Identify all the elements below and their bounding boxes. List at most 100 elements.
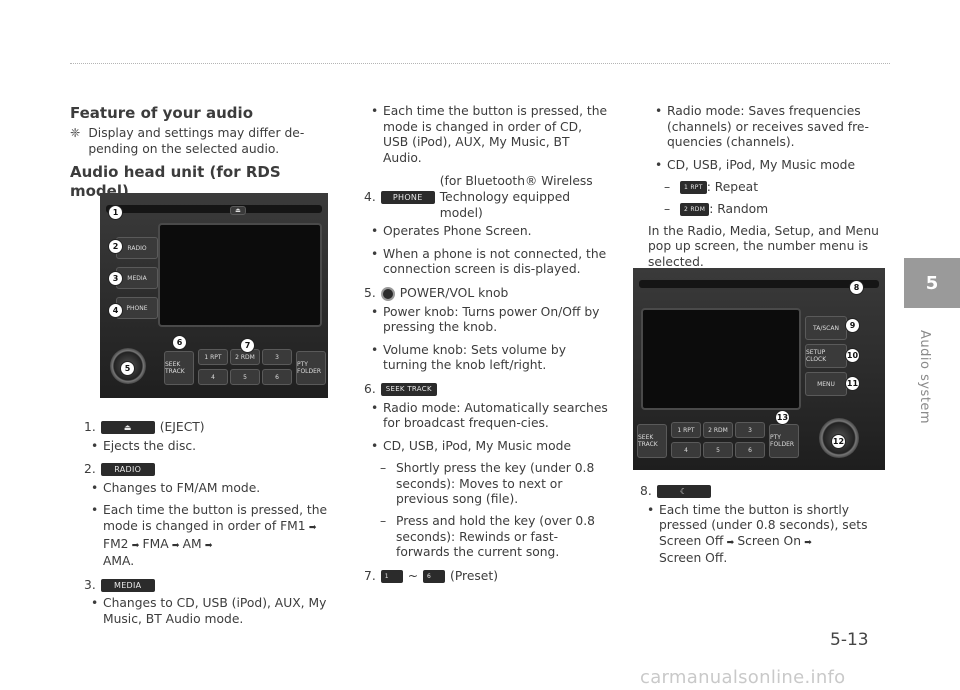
item-7-num: 7. xyxy=(364,568,376,583)
arrow-right-icon: ➡ xyxy=(726,537,735,548)
seq-screen-off-2: Screen Off. xyxy=(659,551,728,566)
photo1-preset-4: 4 xyxy=(198,369,228,385)
item-2-num: 2. xyxy=(84,462,96,477)
power-knob-icon xyxy=(380,286,395,301)
preset-6-button-image: 6 xyxy=(423,570,446,584)
photo2-preset-5: 5 xyxy=(703,442,733,458)
preset-bullet-1: Radio mode: Saves frequencies (channels)… xyxy=(648,104,892,151)
item-8-num: 8. xyxy=(640,484,652,498)
item-3-bullet: Changes to CD, USB (iPod), AUX, My Music… xyxy=(84,596,334,627)
photo1-media: MEDIA xyxy=(116,267,158,289)
top-rule xyxy=(70,63,890,64)
item-4-bullet-1: Operates Phone Screen. xyxy=(364,224,610,240)
photo1-preset-5: 5 xyxy=(230,369,260,385)
media-mode-bullet: Each time the button is pressed, the mod… xyxy=(364,104,610,166)
item-6-num: 6. xyxy=(364,381,376,396)
item-1-label: (EJECT) xyxy=(159,420,205,434)
media-button-image: MEDIA xyxy=(100,579,155,593)
photo1-seek: SEEK TRACK xyxy=(164,351,194,385)
callout-11: 11 xyxy=(845,376,860,391)
item-5-label: POWER/VOL knob xyxy=(399,285,509,300)
arrow-right-icon: ➡ xyxy=(171,540,180,551)
item-6-bullet-2: CD, USB, iPod, My Music mode xyxy=(364,439,610,455)
item-8: 8. ☾ Each time the button is shortly pre… xyxy=(640,484,890,574)
photo2-preset-6: 6 xyxy=(735,442,765,458)
seq-fm1: FM1 xyxy=(280,518,306,533)
chapter-tab: 5 xyxy=(904,258,960,308)
item-5-num: 5. xyxy=(364,285,376,300)
rdm-button-image: 2 RDM xyxy=(680,202,710,216)
arrow-right-icon: ➡ xyxy=(308,522,317,533)
watermark: carmanualsonline.info xyxy=(640,667,846,688)
item-1-bullet: Ejects the disc. xyxy=(84,439,334,455)
column-1: Feature of your audio ❈ Display and sett… xyxy=(70,104,328,201)
item-2-bullet-2-text: Each time the button is pressed, the mod… xyxy=(103,503,328,533)
photo2-menu: MENU xyxy=(805,372,847,396)
callout-10: 10 xyxy=(845,348,860,363)
callout-12: 12 xyxy=(831,434,846,449)
column-2: Each time the button is pressed, the mod… xyxy=(364,104,610,584)
item-4-label: (for Bluetooth® Wireless Technology equi… xyxy=(439,174,593,220)
phone-button-image: PHONE xyxy=(380,191,435,205)
page-number: 5-13 xyxy=(830,630,869,650)
photo2-tascan: TA/SCAN xyxy=(805,316,847,340)
rpt-button-image: 1 RPT xyxy=(680,181,707,195)
note-symbol: ❈ xyxy=(70,126,81,140)
item-2-bullet-1: Changes to FM/AM mode. xyxy=(84,481,334,497)
photo2-preset-4: 4 xyxy=(671,442,701,458)
callout-3: 3 xyxy=(108,271,123,286)
seq-am: AM xyxy=(182,536,202,551)
eject-icon: ⏏ xyxy=(100,421,155,435)
callout-13: 13 xyxy=(775,410,790,425)
seq-ama: AMA. xyxy=(103,554,135,569)
photo1-preset-1: 1 RPT xyxy=(198,349,228,365)
item-8-text: Each time the button is shortly pressed … xyxy=(659,502,868,533)
items-1-3: 1. ⏏ (EJECT) Ejects the disc. 2. RADIO C… xyxy=(84,420,334,635)
number-menu-paragraph: In the Radio, Media, Setup, and Menu pop… xyxy=(648,223,879,269)
callout-7: 7 xyxy=(240,338,255,353)
item-3-num: 3. xyxy=(84,577,96,592)
repeat-text: : Repeat xyxy=(706,180,759,195)
item-6-bullet-1: Radio mode: Automatically searches for b… xyxy=(364,401,610,432)
item-2-bullet-2: Each time the button is pressed, the mod… xyxy=(84,503,334,569)
photo2-setup: SETUP CLOCK xyxy=(805,344,847,368)
feature-heading: Feature of your audio xyxy=(70,104,253,122)
random-text: : Random xyxy=(709,201,769,216)
photo2-preset-2: 2 RDM xyxy=(703,422,733,438)
head-unit-photo-2: TA/SCAN SETUP CLOCK MENU SEEK TRACK 1 RP… xyxy=(633,268,885,470)
item-1-num: 1. xyxy=(84,420,96,434)
callout-4: 4 xyxy=(108,303,123,318)
callout-8: 8 xyxy=(849,280,864,295)
seq-fma: FMA xyxy=(142,536,169,551)
callout-6: 6 xyxy=(172,335,187,350)
item-7-sep: ~ xyxy=(407,568,419,583)
item-8-bullet: Each time the button is shortly pressed … xyxy=(640,503,890,567)
arrow-right-icon: ➡ xyxy=(804,537,812,548)
photo2-seek: SEEK TRACK xyxy=(637,424,667,458)
seq-fm2: FM2 xyxy=(103,536,129,551)
moon-icon: ☾ xyxy=(656,485,711,499)
column-3: Radio mode: Saves frequencies (channels)… xyxy=(648,104,892,270)
photo2-pty: PTY FOLDER xyxy=(769,424,799,458)
callout-2: 2 xyxy=(108,239,123,254)
preset-1-button-image: 1 xyxy=(380,570,403,584)
callout-5: 5 xyxy=(120,361,135,376)
photo1-preset-6: 6 xyxy=(262,369,292,385)
seq-screen-off: Screen Off xyxy=(659,533,724,548)
photo1-pty: PTY FOLDER xyxy=(296,351,326,385)
note: ❈ Display and settings may differ de-pen… xyxy=(70,126,328,157)
item-4-bullet-2: When a phone is not connected, the conne… xyxy=(364,247,610,278)
seq-screen-on: Screen On xyxy=(737,533,802,548)
photo2-preset-3: 3 xyxy=(735,422,765,438)
photo2-preset-1: 1 RPT xyxy=(671,422,701,438)
photo1-preset-3: 3 xyxy=(262,349,292,365)
callout-9: 9 xyxy=(845,318,860,333)
item-4-num: 4. xyxy=(364,189,376,204)
callout-1: 1 xyxy=(108,205,123,220)
item-5-bullet-2: Volume knob: Sets volume by turning the … xyxy=(364,343,610,374)
radio-button-image: RADIO xyxy=(100,463,155,477)
arrow-right-icon: ➡ xyxy=(131,540,140,551)
item-6-dash-1: Shortly press the key (under 0.8 seconds… xyxy=(364,461,610,508)
seek-track-button-image: SEEK TRACK xyxy=(380,383,437,397)
note-text: Display and settings may differ de-pendi… xyxy=(88,126,305,156)
